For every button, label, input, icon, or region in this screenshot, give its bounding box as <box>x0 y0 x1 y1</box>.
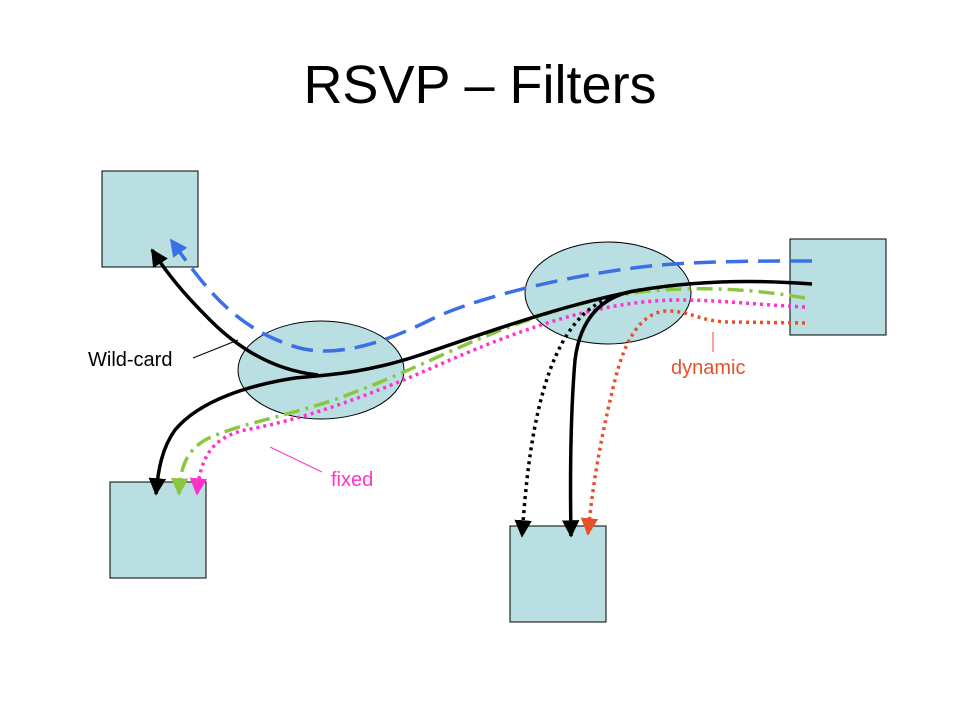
router-right <box>524 241 692 345</box>
black-dotted-flow <box>514 294 616 538</box>
host-top-left <box>101 170 199 268</box>
host-right <box>789 238 887 336</box>
wildcard-flow-branch-top <box>150 248 319 377</box>
slide-title: RSVP – Filters <box>303 55 657 115</box>
dynamic-filter-flow <box>580 309 806 536</box>
wildcard-flow-main <box>148 279 813 496</box>
fixed-label: fixed <box>331 469 373 491</box>
green-dashdot-flow <box>170 286 806 496</box>
wildcard-flow-branch-bottom <box>561 288 641 538</box>
wildcard-label: Wild-card <box>88 349 172 371</box>
blue-dashed-flow <box>169 238 813 353</box>
host-bottom-left <box>109 481 207 579</box>
fixed-leader <box>269 446 323 473</box>
fixed-filter-flow <box>189 298 806 496</box>
dynamic-label: dynamic <box>671 357 745 379</box>
host-bottom-middle <box>509 525 607 623</box>
wildcard-leader <box>192 339 239 359</box>
